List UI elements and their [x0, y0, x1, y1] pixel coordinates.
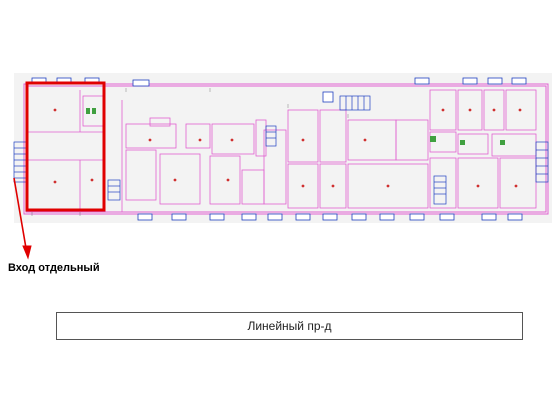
- street-label-box: Линейный пр-д: [56, 312, 523, 340]
- room-markers: [53, 108, 522, 188]
- entrance-label: Вход отдельный: [8, 262, 100, 274]
- dimension-lines: [31, 88, 349, 216]
- windows-top: [31, 77, 527, 103]
- highlighted-unit: [25, 81, 106, 212]
- street-label: Линейный пр-д: [247, 319, 332, 333]
- windows-bottom: [137, 213, 523, 221]
- entrance-arrow: [13, 177, 32, 260]
- fixtures: [86, 108, 505, 145]
- plan-background: [14, 73, 552, 223]
